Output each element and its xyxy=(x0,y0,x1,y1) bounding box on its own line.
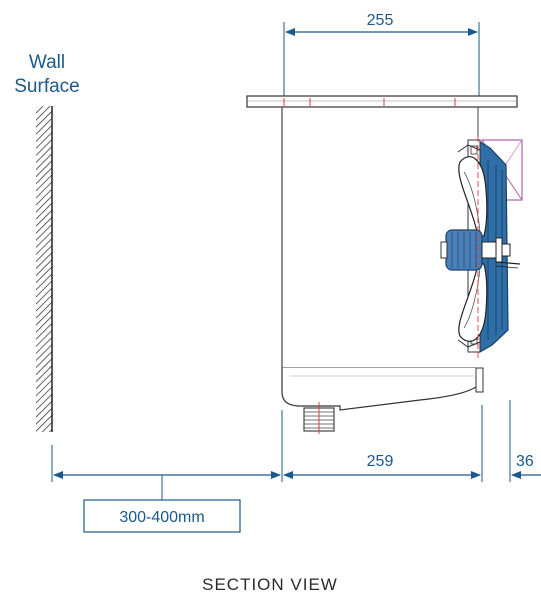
dimension-top-width: 255 xyxy=(283,12,480,98)
dimension-fan-offset: 36 xyxy=(511,453,541,479)
dimension-top-width-label: 255 xyxy=(367,12,394,29)
unit-body xyxy=(281,107,484,411)
dimension-body-depth-label: 259 xyxy=(367,453,394,470)
dimension-wall-clearance: 300-400mm xyxy=(53,471,281,533)
wall-label-line1: Wall xyxy=(29,52,65,73)
dimension-body-depth: 259 xyxy=(283,453,481,479)
wall-label-line2: Surface xyxy=(14,76,79,97)
dimension-wall-clearance-label: 300-400mm xyxy=(119,509,204,526)
fan-assembly xyxy=(440,136,523,358)
extension-lines xyxy=(51,400,511,482)
wall-surface xyxy=(36,106,53,432)
mounting-plate xyxy=(246,95,518,108)
dimension-fan-offset-label: 36 xyxy=(516,453,534,470)
section-view-caption: SECTION VIEW xyxy=(202,575,338,594)
drain-pipe xyxy=(303,402,335,434)
